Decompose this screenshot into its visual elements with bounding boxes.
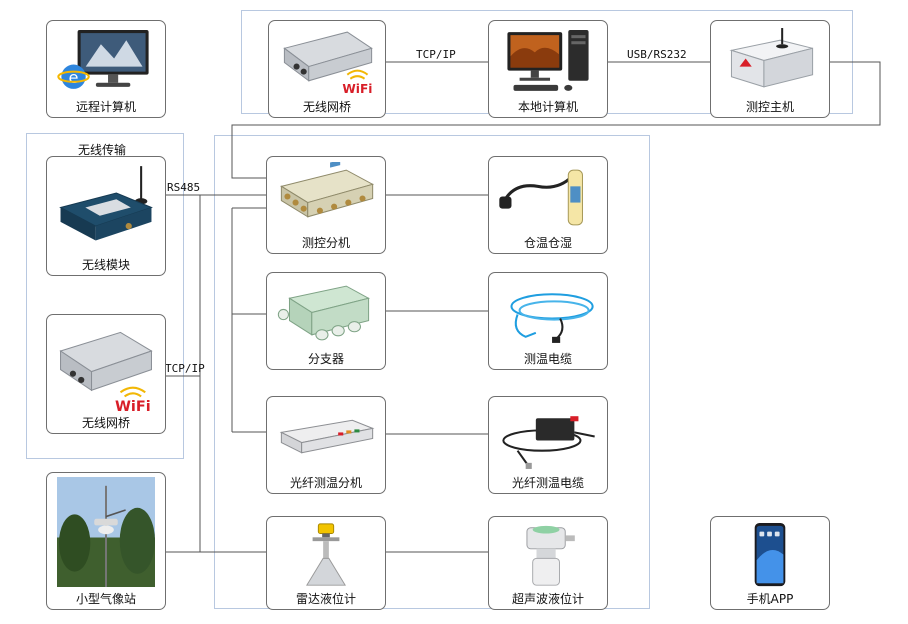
node-wireless-bridge-left[interactable]: WiFi 无线网桥	[46, 314, 166, 434]
node-label: 光纤测温电缆	[511, 476, 584, 490]
node-splitter[interactable]: 分支器	[266, 272, 386, 370]
node-ultrasonic-level-gauge[interactable]: 超声波液位计	[488, 516, 608, 610]
node-phone-app[interactable]: 手机APP	[710, 516, 830, 610]
node-label: 无线网桥	[302, 100, 351, 114]
fiber-temp-extension-icon	[273, 402, 379, 473]
wireless-bridge-icon: WiFi	[53, 320, 159, 413]
wireless-bridge-icon: WiFi	[275, 26, 379, 97]
node-temp-cable[interactable]: 测温电缆	[488, 272, 608, 370]
link-label-rs485: RS485	[167, 181, 201, 194]
node-label: 超声波液位计	[511, 592, 584, 606]
node-control-host[interactable]: 测控主机	[710, 20, 830, 118]
fiber-temp-cable-icon	[495, 402, 601, 473]
node-label: 手机APP	[746, 592, 794, 606]
node-temp-humidity-sensor[interactable]: 仓温仓湿	[488, 156, 608, 254]
link-label-usb-rs232: USB/RS232	[627, 48, 687, 61]
wireless-module-icon	[53, 162, 159, 255]
node-label: 本地计算机	[517, 100, 578, 114]
node-local-computer[interactable]: 本地计算机	[488, 20, 608, 118]
temp-cable-icon	[495, 278, 601, 349]
node-label: 测温电缆	[523, 352, 572, 366]
node-remote-computer[interactable]: e 远程计算机	[46, 20, 166, 118]
node-label: 仓温仓湿	[523, 236, 572, 250]
node-control-extension[interactable]: 测控分机	[266, 156, 386, 254]
node-label: 小型气像站	[75, 592, 136, 606]
control-extension-icon	[273, 162, 379, 233]
node-fiber-temp-extension[interactable]: 光纤测温分机	[266, 396, 386, 494]
link-label-tcp-ip-top: TCP/IP	[416, 48, 456, 61]
weather-station-photo	[57, 477, 155, 587]
wifi-logo-text: WiFi	[342, 82, 372, 96]
smartphone-icon	[717, 522, 823, 589]
node-label: 测控主机	[745, 100, 794, 114]
group-title-wireless-transmission: 无线传输	[78, 143, 127, 157]
node-label: 测控分机	[301, 236, 350, 250]
wireless-transmission-frame	[26, 133, 184, 459]
node-wireless-bridge-top[interactable]: WiFi 无线网桥	[268, 20, 386, 118]
desktop-computer-icon	[495, 26, 601, 97]
splitter-icon	[273, 278, 379, 349]
wifi-logo-text: WiFi	[115, 399, 151, 413]
node-wireless-module[interactable]: 无线模块	[46, 156, 166, 276]
node-label: 雷达液位计	[295, 592, 356, 606]
field-devices-frame	[214, 135, 650, 609]
control-host-icon	[717, 26, 823, 97]
temp-humidity-sensor-icon	[495, 162, 601, 233]
node-label: 光纤测温分机	[289, 476, 362, 490]
radar-level-gauge-icon	[273, 522, 379, 589]
svg-text:e: e	[69, 68, 79, 87]
node-radar-level-gauge[interactable]: 雷达液位计	[266, 516, 386, 610]
node-label: 无线网桥	[81, 416, 130, 430]
node-label: 分支器	[307, 352, 344, 366]
node-fiber-temp-cable[interactable]: 光纤测温电缆	[488, 396, 608, 494]
node-label: 无线模块	[81, 258, 130, 272]
node-label: 远程计算机	[75, 100, 136, 114]
ultrasonic-level-gauge-icon	[495, 522, 601, 589]
computer-monitor-icon: e	[53, 26, 159, 97]
node-weather-station[interactable]: 小型气像站	[46, 472, 166, 610]
link-label-tcp-ip-left: TCP/IP	[165, 362, 205, 375]
